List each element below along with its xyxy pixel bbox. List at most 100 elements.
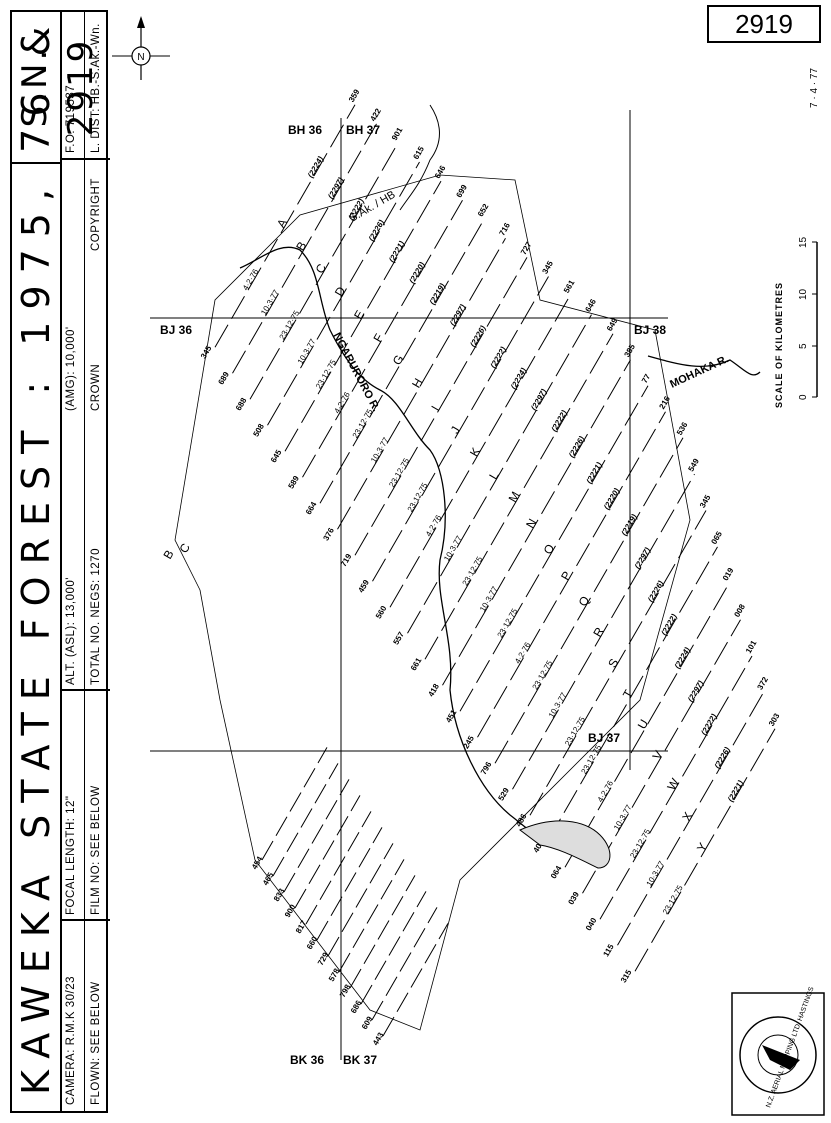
strip-letter: N — [523, 516, 539, 531]
strip-date: 10·3·77 — [478, 584, 500, 613]
scale-bar: 0 5 10 15 SCALE OF KILOMETRES — [774, 236, 818, 408]
mohaka-label: MOHAKA R. — [668, 353, 730, 391]
strip-film-number: (2224) — [306, 155, 326, 180]
strip-film-number: (2224) — [673, 645, 693, 670]
flight-strips: A4·2·76(2224)345359B10·3·77(2297)689422C… — [160, 87, 781, 1047]
flight-strip-line — [564, 583, 730, 868]
strip-frame-number: 901 — [390, 125, 405, 142]
strip-frame-number: 688 — [234, 396, 249, 413]
flight-strip-line — [294, 795, 361, 909]
strip-date: 23·12·75 — [661, 883, 685, 916]
strip-frame-number: 796 — [479, 760, 494, 777]
strip-frame-number: 345 — [540, 259, 555, 276]
strip-date: 10·3·77 — [369, 435, 391, 464]
strip-date: 10·3·77 — [296, 337, 318, 366]
flight-strip-line — [214, 104, 356, 348]
strip-film-number: (2226) — [468, 324, 488, 349]
north-arrow: N — [112, 16, 170, 80]
scale-tick: 5 — [798, 343, 809, 349]
strip-letter: A — [274, 216, 290, 230]
strip-date: 23·12·75 — [406, 481, 430, 514]
strip-film-number: (2297) — [633, 546, 653, 571]
grid-label: BJ 37 — [588, 731, 620, 745]
strip-frame-number: 646 — [583, 297, 598, 314]
strip-film-number: (2226) — [713, 745, 733, 770]
flight-strip-line — [599, 655, 753, 920]
flight-strip-line — [512, 473, 695, 790]
strip-frame-number: 101 — [744, 638, 759, 655]
strip-frame-number: 345 — [698, 493, 713, 510]
strip-date: 23·12·75 — [531, 659, 555, 692]
strip-film-number: (2224) — [509, 366, 529, 391]
flight-strip-line — [634, 728, 776, 972]
flight-strip-line — [337, 238, 506, 530]
strip-frame-number: 729 — [316, 950, 331, 967]
flight-strip-line — [327, 843, 394, 957]
ngaruroro-river — [239, 246, 561, 837]
strip-frame-number: 065 — [709, 529, 724, 546]
nz-aerial-mapping-emblem: N.Z. AERIAL MAPPING LTD. HASTINGS — [731, 986, 825, 1116]
map-grid — [150, 110, 668, 1060]
strip-frame-number: 216 — [657, 394, 672, 411]
strip-frame-number: 833 — [272, 886, 287, 903]
strip-frame-number: 560 — [374, 604, 389, 621]
strip-frame-number: 443 — [371, 1030, 386, 1047]
strip-frame-number: 422 — [368, 106, 383, 123]
strip-letter: K — [467, 445, 483, 459]
strip-frame-number: 359 — [347, 87, 362, 104]
flight-strip-line — [232, 123, 377, 374]
strip-frame-number: 303 — [767, 711, 782, 728]
strip-frame-number: 727 — [519, 240, 534, 257]
flight-strip-line — [302, 199, 463, 478]
flight-strip-line — [617, 692, 764, 946]
flight-strip-line — [338, 859, 405, 973]
grid-label: BJ 36 — [160, 323, 192, 337]
strip-frame-number: 019 — [721, 566, 736, 583]
strip-letter: U — [635, 717, 651, 732]
flight-strip-line — [249, 142, 399, 400]
strip-letter: C — [313, 261, 330, 276]
coverage-outline — [174, 174, 691, 1031]
flight-strip-line — [316, 827, 383, 941]
strip-letter: P — [558, 569, 574, 583]
strip-frame-number: 646 — [433, 164, 448, 181]
flight-strip-line — [283, 779, 350, 893]
strip-date: 23·12·75 — [314, 358, 338, 391]
strip-frame-number: 040 — [584, 916, 599, 933]
flight-strip-line — [319, 219, 485, 504]
strip-film-number: (2221) — [726, 779, 746, 804]
strip-letter: L — [486, 469, 502, 482]
strip-film-number: (2220) — [407, 260, 427, 285]
flight-strip-line — [360, 891, 427, 1005]
strip-date: 23·12·75 — [628, 827, 652, 860]
strip-frame-number: 77 — [640, 372, 653, 385]
strip-frame-number: 245 — [461, 734, 476, 751]
strip-film-number: (2226) — [567, 434, 587, 459]
scale-label: SCALE OF KILOMETRES — [774, 282, 784, 408]
strip-film-number: (2220) — [602, 486, 622, 511]
strip-frame-number: 645 — [269, 448, 284, 465]
strip-letter: S — [605, 656, 621, 670]
flight-strip-line — [349, 875, 416, 989]
strip-film-number: (2219) — [428, 281, 448, 306]
strip-letter: V — [650, 748, 666, 762]
strip-frame-number: 900 — [283, 902, 298, 919]
strip-frame-number: 459 — [356, 578, 371, 595]
grid-label: BK 37 — [343, 1053, 377, 1067]
strip-frame-number: 652 — [476, 202, 491, 219]
strip-frame-number: 609 — [360, 1014, 375, 1031]
grid-label: BH 36 — [288, 123, 322, 137]
grid-label: BK 36 — [290, 1053, 324, 1067]
strip-date: 4·2·76 — [596, 779, 616, 804]
date-stamp: 7 · 4 · 77 — [809, 68, 820, 108]
strip-frame-number: 557 — [391, 630, 406, 647]
mohaka-river — [647, 355, 761, 376]
strip-film-number: (2297) — [529, 387, 549, 412]
flight-strip-line — [284, 180, 442, 452]
strip-film-number: (2297) — [448, 303, 468, 328]
strip-letter: E — [351, 308, 367, 322]
strip-film-number: (2297) — [686, 679, 706, 704]
strip-letter: F — [370, 331, 386, 344]
strip-frame-number: 549 — [686, 457, 701, 474]
strip-frame-number: 529 — [496, 786, 511, 803]
